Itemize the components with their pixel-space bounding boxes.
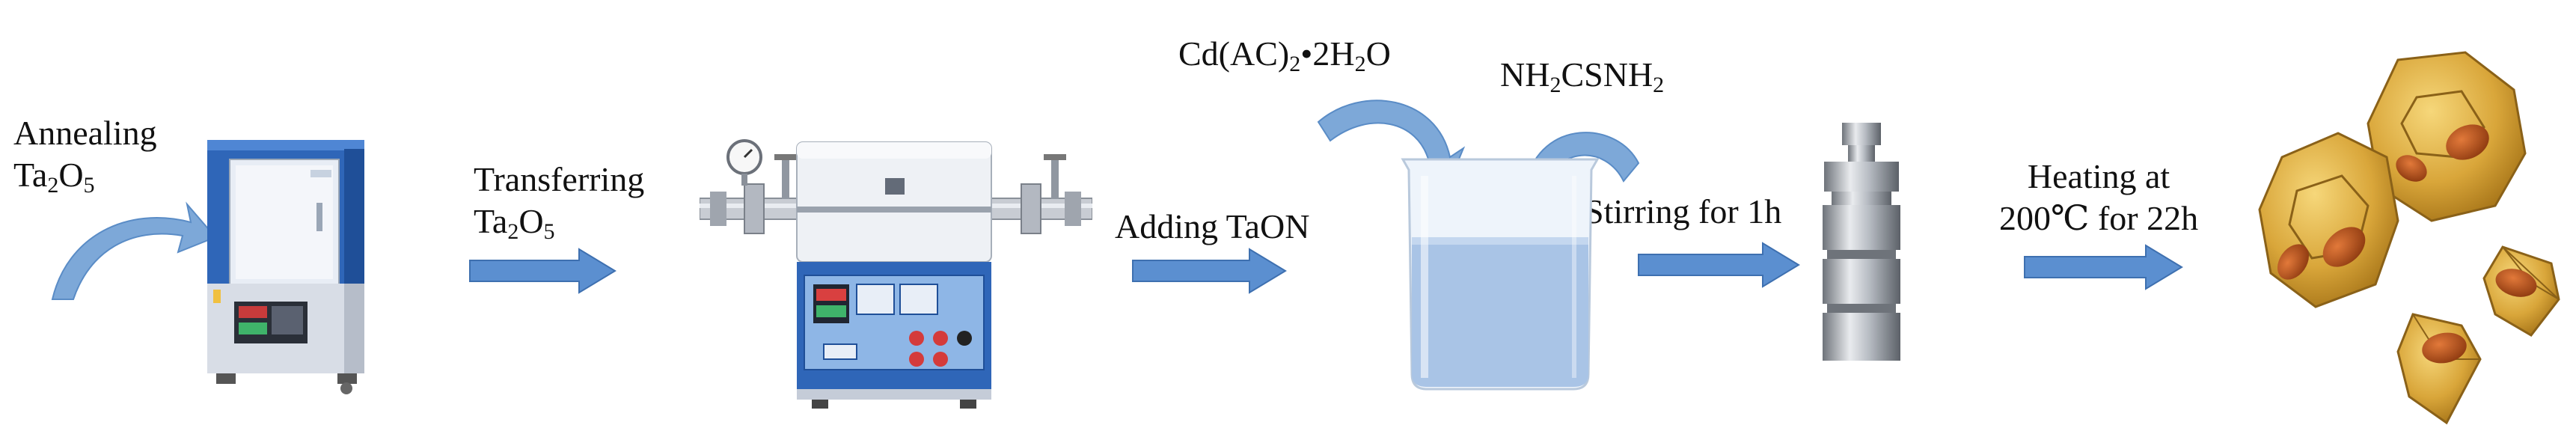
transferring-label: Transferring Ta2O5 [474,160,645,245]
stirring-label: Stirring for 1h [1585,192,1782,230]
beaker-icon [1401,158,1600,391]
annealing-label: Annealing Ta2O5 [13,114,157,198]
ta2o5-formula-1: Ta2O5 [13,156,95,198]
ta2o5-formula-2: Ta2O5 [474,202,555,245]
thiourea-label: NH2CSNH2 [1500,55,1665,97]
transfer-arrow-icon [469,248,617,294]
adding-taon-label: Adding TaON [1115,207,1310,245]
cd-acetate-label: Cd(AC)2•2H2O [1178,34,1391,76]
annealing-curved-arrow-icon [51,201,217,300]
autoclave-icon [1823,123,1900,361]
stirring-arrow-icon [1638,242,1800,288]
adding-arrow-icon [1132,248,1287,294]
tube-furnace-icon [700,139,1092,409]
heating-arrow-icon [2024,244,2183,290]
nanoparticle-product-icon [2258,51,2560,425]
muffle-furnace-icon [207,140,364,394]
heating-label: Heating at 200℃ for 22h [1999,157,2199,238]
